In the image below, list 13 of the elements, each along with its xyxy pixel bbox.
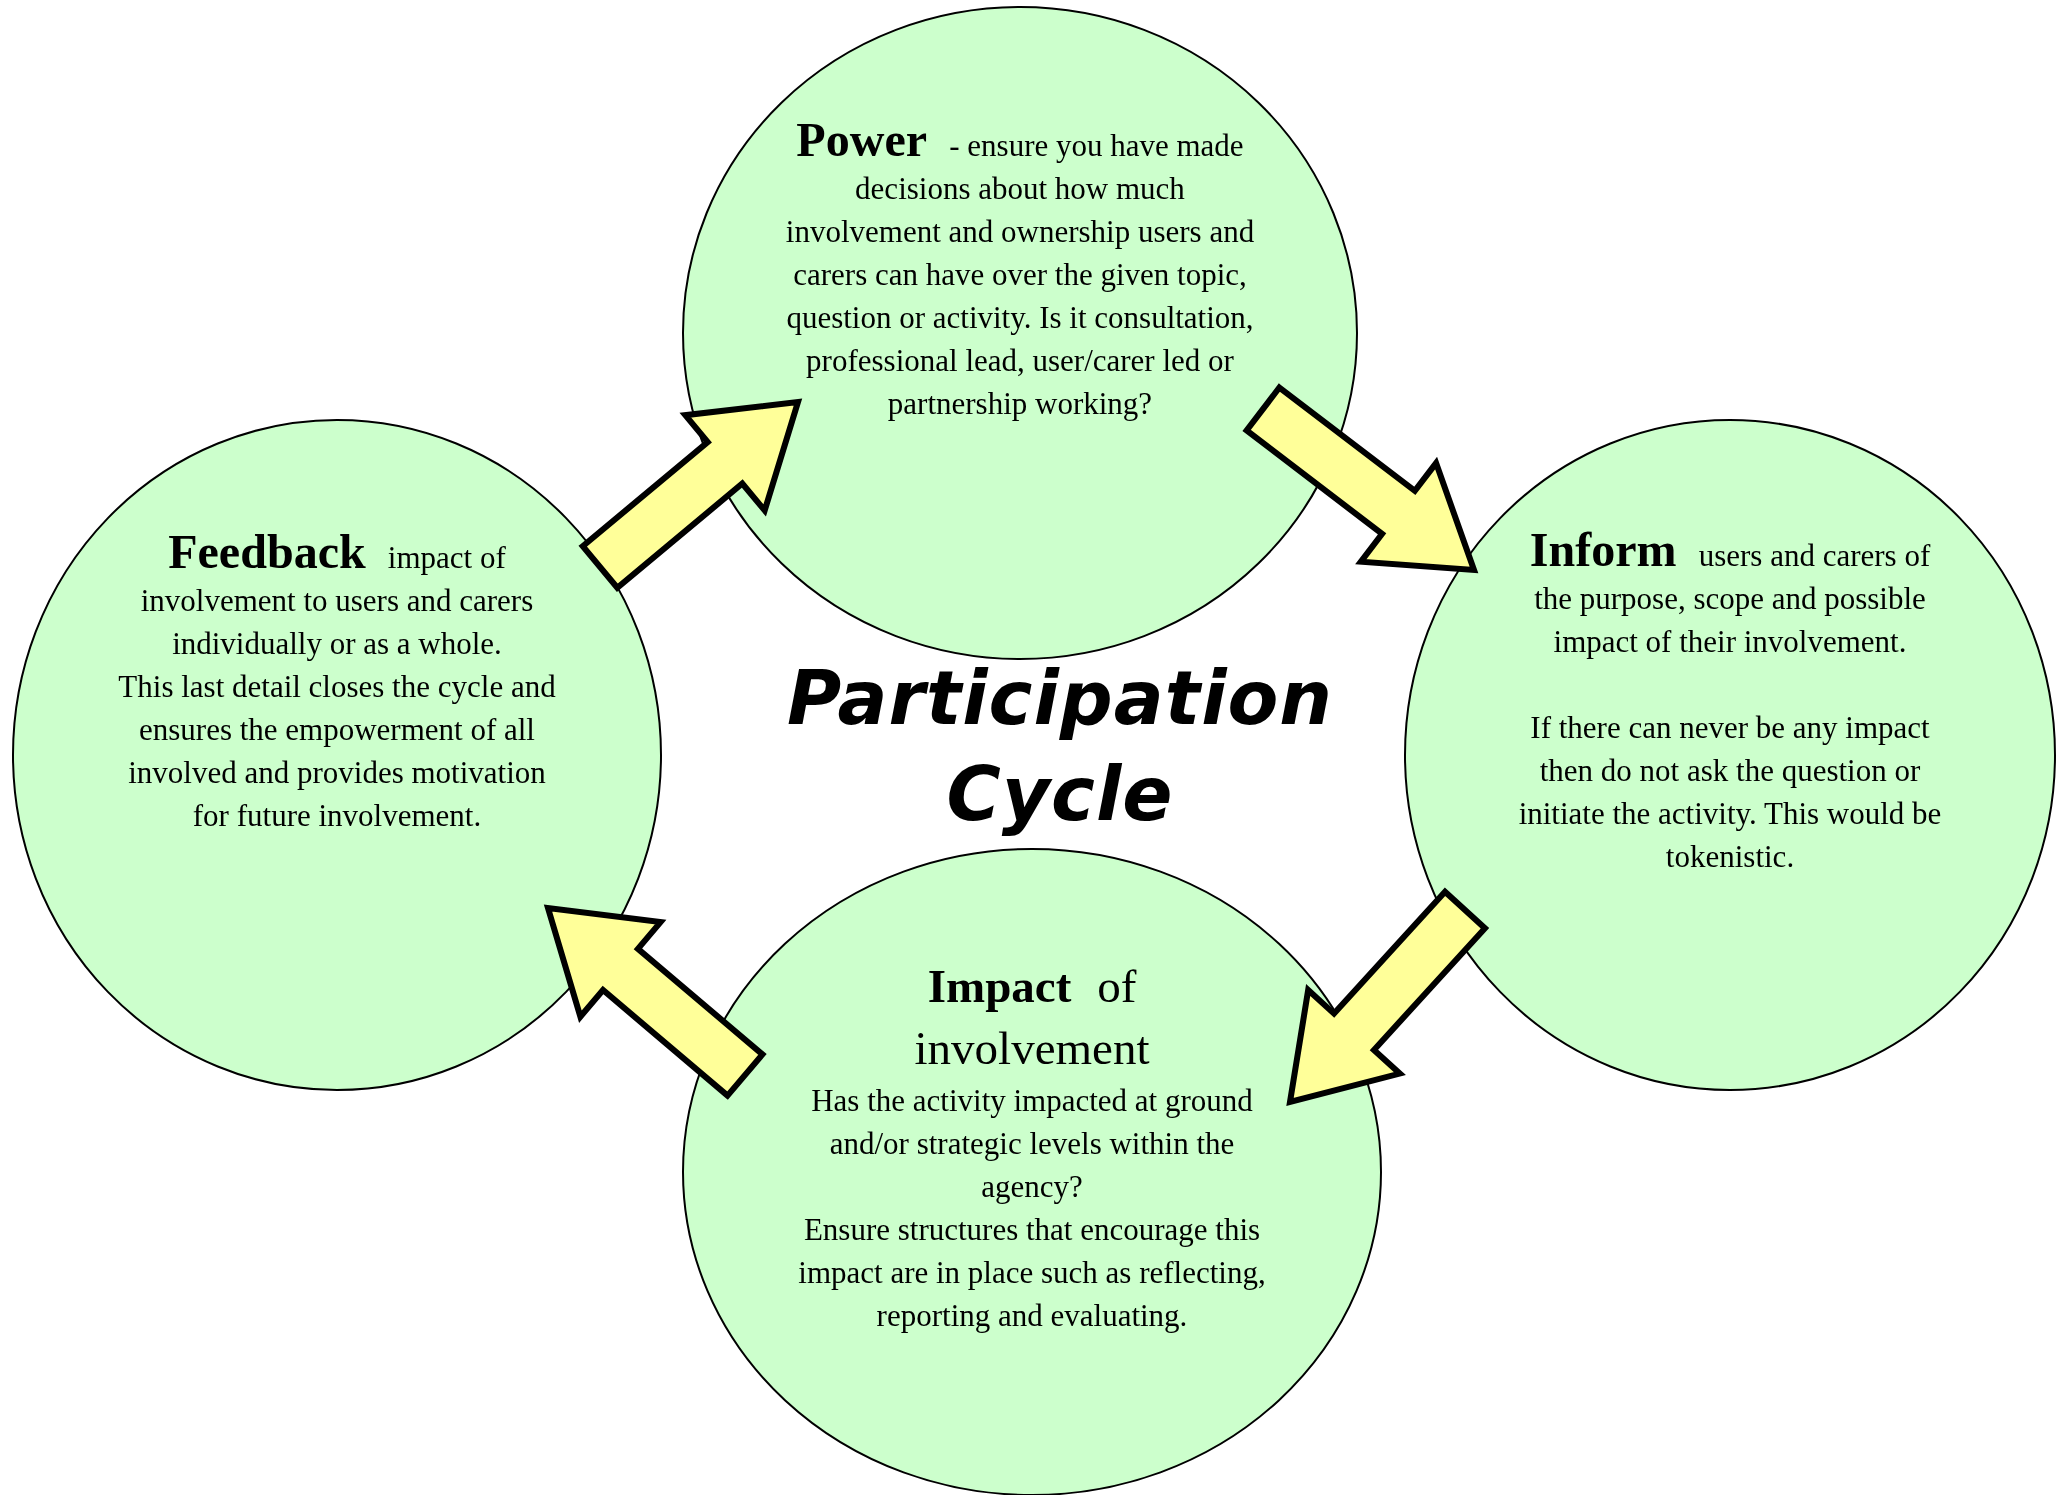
step-note: Ensure structures that encourage this impact are in place such as reflecting, reporting and evaluating. [797,1211,1267,1335]
step-description: Inform users and carers of the purpose, scope and possible impact of their involvement. [1528,528,1932,661]
step-description: Feedback impact of involvement to users and carers individually or as a whole. [139,530,535,663]
block-arrow [1286,887,1490,1107]
step-note: If there can never be any impact then do not ask the question or initiate the activity. This would be tokenistic. [1517,709,1943,876]
diagram-title: Participation Cycle [785,654,1335,839]
block-arrow [578,398,803,592]
block-arrow [543,904,767,1100]
block-arrow [1242,383,1479,574]
step-description: Power - ensure you have made decisions about how much involvement and ownership users and carers can have over the given topic, question or activity. Is it consultation, professional lead, user/carer led or partnership working? [785,118,1255,423]
step-description: Impact of involvement [913,959,1151,1076]
step-note: This last detail closes the cycle and ensures the empowerment of all involved and provides motivation for future involvement. [117,668,557,835]
step-note: Has the activity impacted at ground and/or strategic levels within the agency? [810,1082,1254,1206]
